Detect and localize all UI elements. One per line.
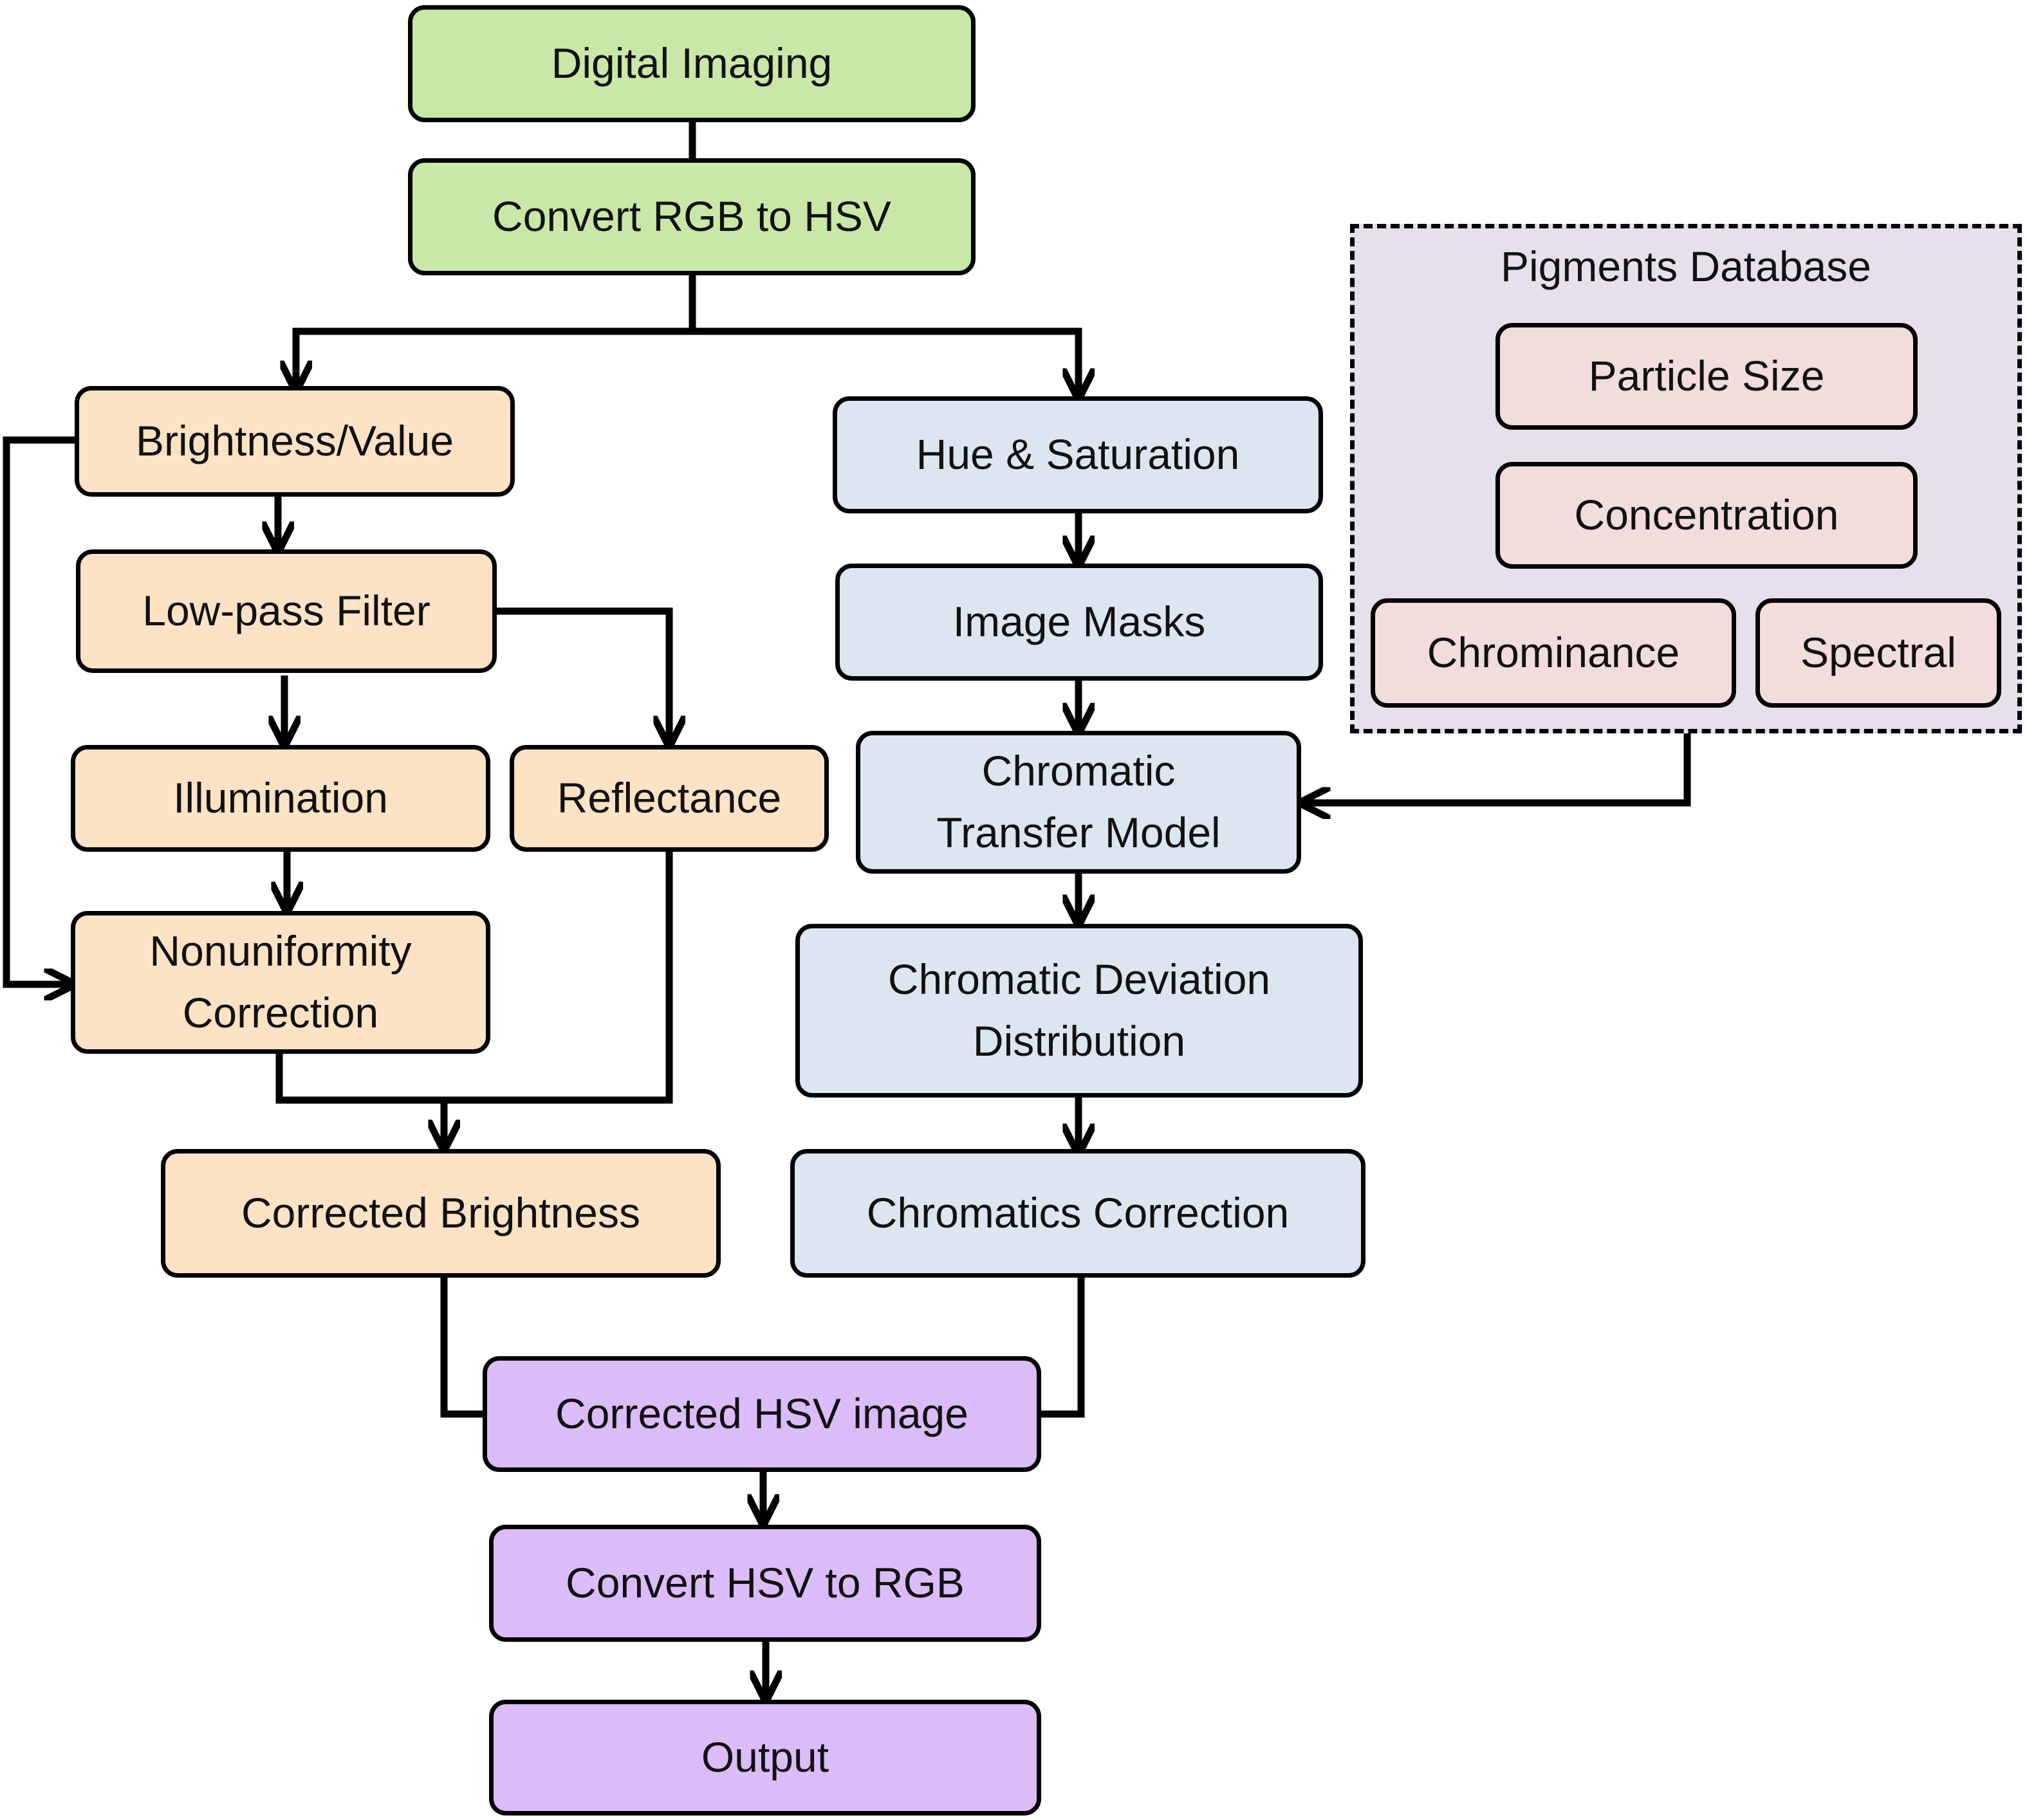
concentration-label: Concentration [1574,491,1839,539]
image-masks-label: Image Masks [952,598,1206,646]
chromatic-transfer-label-line2: Transfer Model [936,809,1221,856]
output-node: Output [489,1700,1041,1815]
chromatics-correction-label: Chromatics Correction [866,1189,1290,1237]
spectral-label: Spectral [1800,629,1957,677]
arrow-to-brightness [296,327,692,386]
spectral-node: Spectral [1755,598,2001,708]
corrected-brightness-node: Corrected Brightness [161,1149,721,1278]
reflectance-label: Reflectance [557,774,782,822]
nonuniformity-label-line2: Correction [182,989,379,1036]
illumination-node: Illumination [71,745,490,852]
corrected-hsv-label: Corrected HSV image [555,1390,968,1438]
pigments-database-title: Pigments Database [1501,243,1871,290]
particle-size-label: Particle Size [1588,352,1825,400]
concentration-node: Concentration [1495,462,1918,569]
chromatic-transfer-model-node: Chromatic Transfer Model [856,731,1301,874]
arrow-database-to-transfer [1305,733,1691,803]
corrected-hsv-image-node: Corrected HSV image [483,1356,1041,1472]
chromatic-transfer-label-line1: Chromatic [981,747,1176,795]
chromatic-deviation-distribution-node: Chromatic Deviation Distribution [795,924,1363,1098]
hue-saturation-node: Hue & Saturation [833,396,1323,513]
reflectance-node: Reflectance [510,745,829,852]
chrominance-label: Chrominance [1427,629,1680,677]
connector-reflectance-down [444,849,673,1104]
output-label: Output [701,1733,829,1781]
image-masks-node: Image Masks [835,564,1323,681]
convert-hsv-rgb-node: Convert HSV to RGB [489,1525,1041,1642]
low-pass-filter-node: Low-pass Filter [76,549,497,673]
convert-rgb-hsv-label: Convert RGB to HSV [492,192,891,241]
connector-nonuniformity-down [275,1052,444,1104]
connector-chromatics-to-hsv [1037,1275,1085,1418]
nonuniformity-label-line1: Nonuniformity [149,927,412,975]
brightness-value-node: Brightness/Value [75,386,515,497]
chromatic-deviation-label-line2: Distribution [972,1017,1186,1065]
arrow-lowpass-to-reflectance [495,607,669,741]
illumination-label: Illumination [173,774,388,822]
convert-rgb-hsv-node: Convert RGB to HSV [408,158,976,275]
arrow-brightness-to-nonuniformity [3,436,76,984]
digital-imaging-label: Digital Imaging [551,39,833,87]
connector-brightness-to-hsv [440,1275,484,1418]
brightness-value-label: Brightness/Value [135,417,454,465]
low-pass-filter-label: Low-pass Filter [142,587,430,635]
corrected-brightness-label: Corrected Brightness [241,1189,640,1237]
nonuniformity-correction-node: Nonuniformity Correction [71,911,490,1054]
convert-hsv-rgb-label: Convert HSV to RGB [566,1559,965,1607]
arrow-to-hue [692,327,1078,394]
chromatics-correction-node: Chromatics Correction [790,1149,1365,1278]
digital-imaging-node: Digital Imaging [408,5,976,122]
chrominance-node: Chrominance [1371,598,1736,708]
hue-saturation-label: Hue & Saturation [916,430,1240,479]
chromatic-deviation-label-line1: Chromatic Deviation [887,955,1271,1004]
particle-size-node: Particle Size [1495,323,1918,430]
